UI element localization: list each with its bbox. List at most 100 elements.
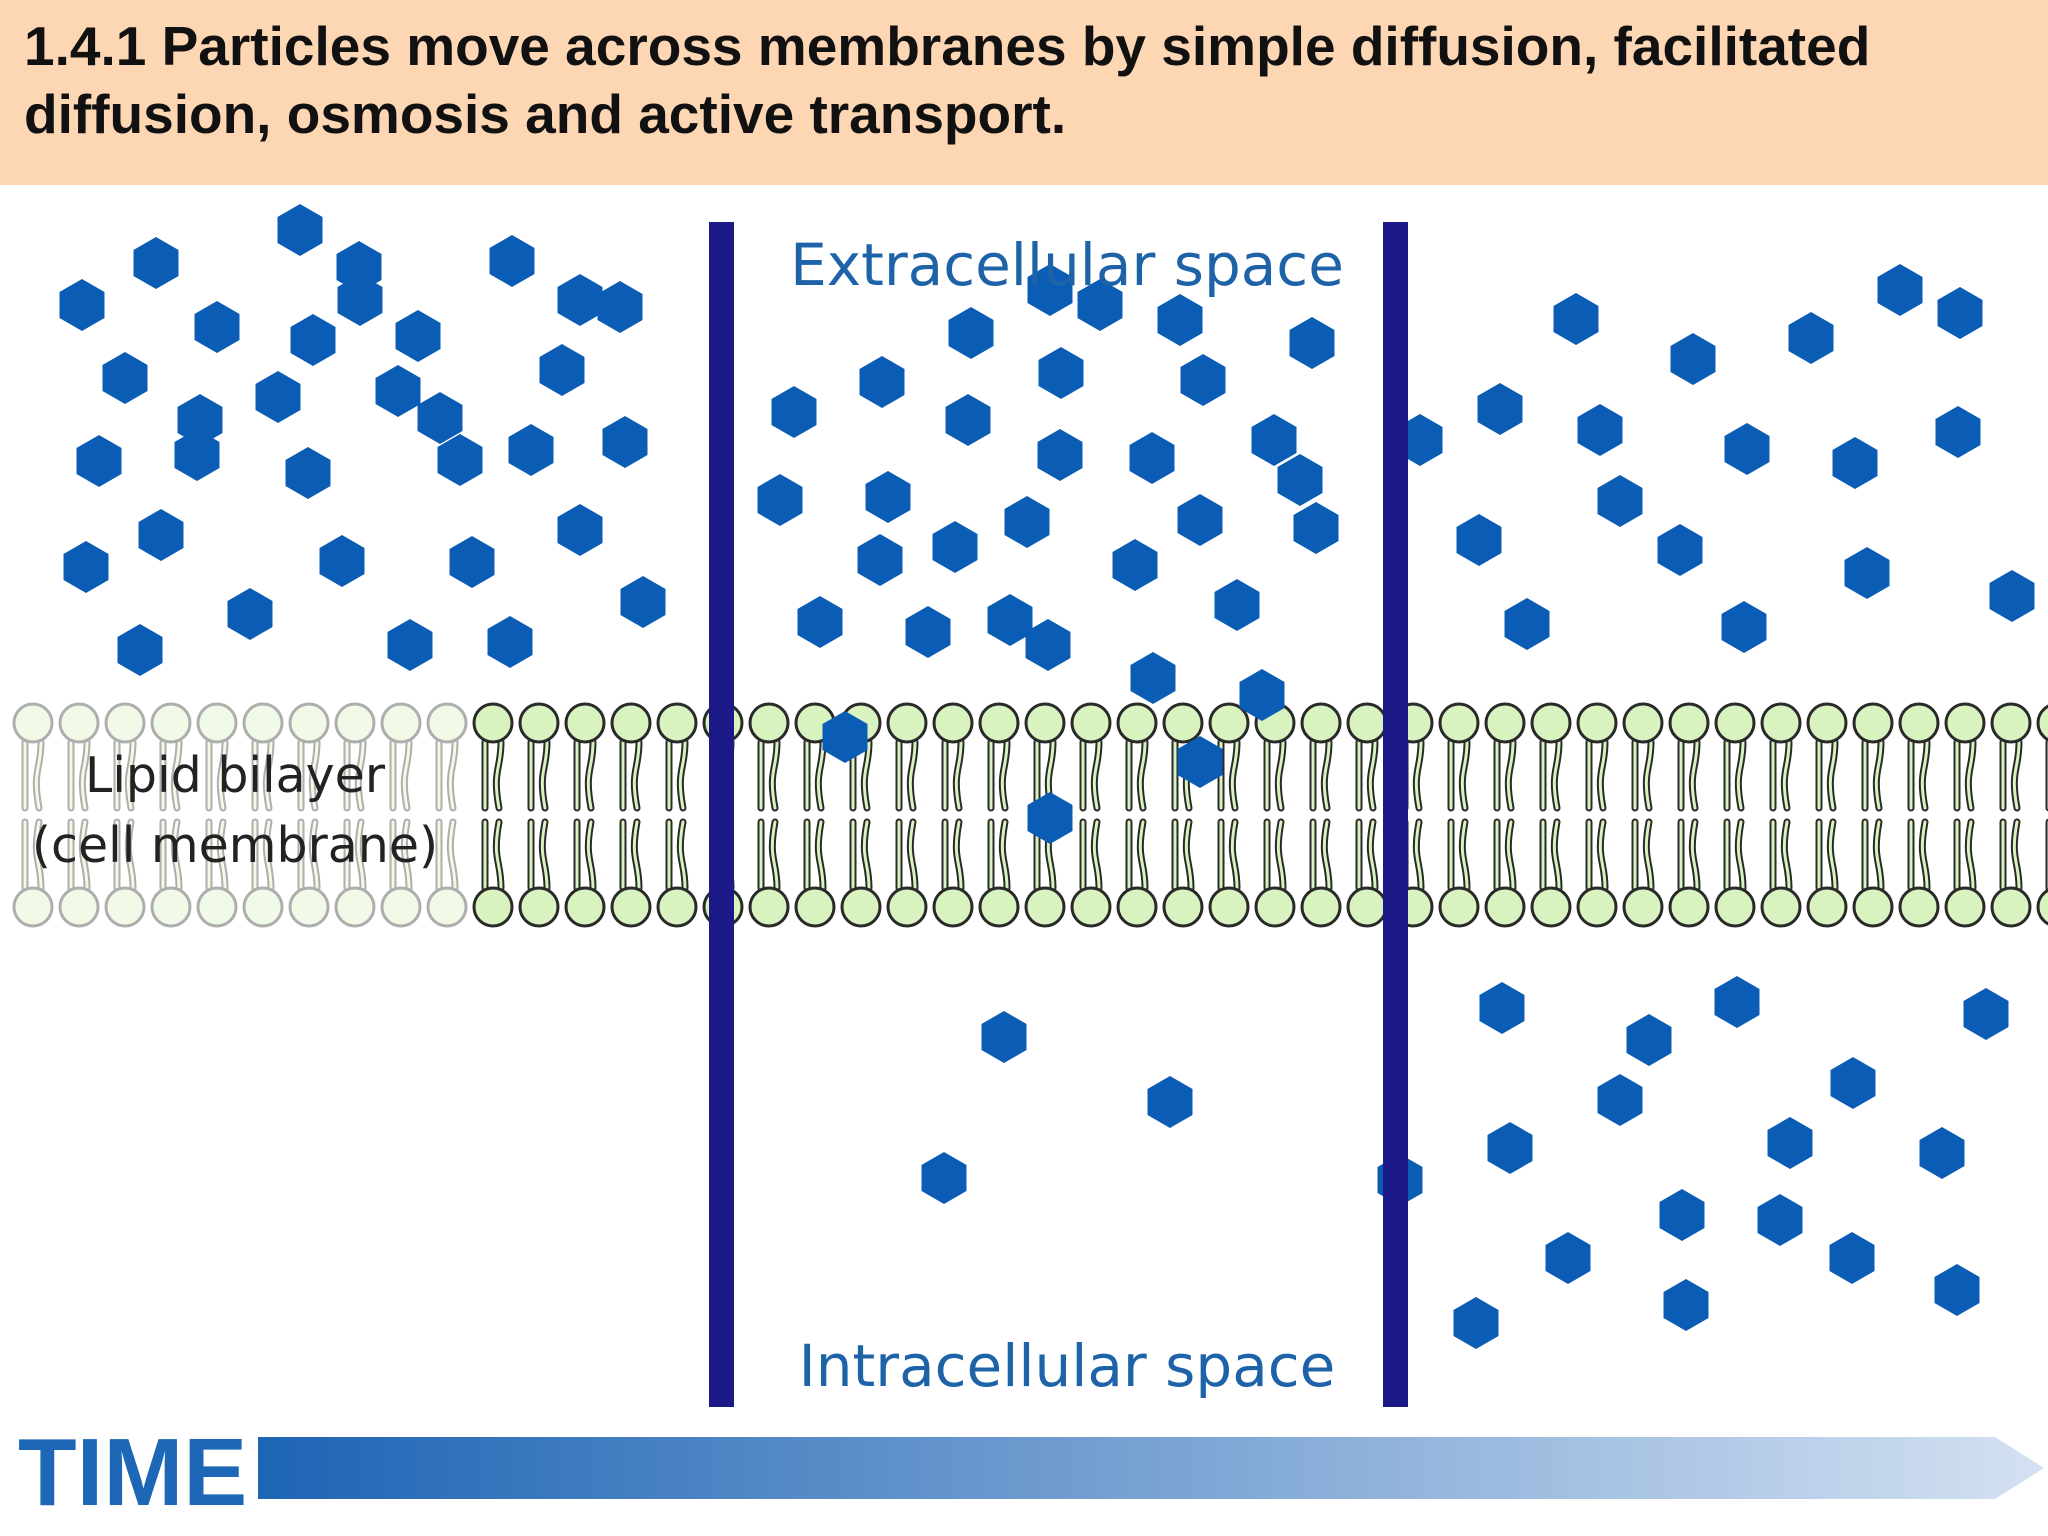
particle-above-diffusing — [1293, 502, 1339, 554]
particle-above-equilibrium — [1577, 404, 1623, 456]
particle-above-equilibrium — [1670, 333, 1716, 385]
particle-above-diffusing — [1077, 279, 1123, 331]
lipid-molecule — [1668, 702, 1710, 928]
particle-above-initial — [76, 435, 122, 487]
particle-above-initial — [539, 344, 585, 396]
lipid-molecule — [1484, 702, 1526, 928]
particle-above-equilibrium — [1477, 383, 1523, 435]
particle-above-equilibrium — [1935, 406, 1981, 458]
particle-below-diffusing — [981, 1011, 1027, 1063]
particle-group — [59, 204, 2035, 1349]
lipid-molecule — [2036, 704, 2048, 926]
particle-above-diffusing — [797, 596, 843, 648]
particle-above-diffusing — [1037, 429, 1083, 481]
particle-above-initial — [395, 310, 441, 362]
lipid-molecule — [1898, 702, 1940, 928]
particle-above-diffusing — [1130, 652, 1176, 704]
lipid-molecule — [1530, 702, 1572, 928]
lipid-molecule — [1300, 702, 1342, 928]
lipid-molecule — [1852, 702, 1894, 928]
particle-above-initial — [117, 624, 163, 676]
particle-above-diffusing — [932, 521, 978, 573]
lipid-molecule — [1024, 702, 1066, 928]
particle-below-equilibrium — [1963, 988, 2009, 1040]
particle-above-initial — [255, 371, 301, 423]
particle-above-diffusing — [859, 356, 905, 408]
particle-in-membrane-diffusing — [1177, 736, 1223, 788]
particle-above-initial — [375, 365, 421, 417]
particle-below-equilibrium — [1487, 1122, 1533, 1174]
particle-below-equilibrium — [1829, 1232, 1875, 1284]
particle-above-diffusing — [1038, 347, 1084, 399]
lipid-molecule — [1622, 702, 1664, 928]
lipid-molecule — [1254, 702, 1296, 928]
particle-above-initial — [285, 447, 331, 499]
particle-above-diffusing — [1129, 432, 1175, 484]
particle-above-initial — [387, 619, 433, 671]
particle-above-equilibrium — [1832, 437, 1878, 489]
particle-below-equilibrium — [1934, 1264, 1980, 1316]
particle-below-equilibrium — [1919, 1127, 1965, 1179]
particle-below-equilibrium — [1545, 1232, 1591, 1284]
particle-above-equilibrium — [1937, 287, 1983, 339]
lipid-molecule — [1944, 702, 1986, 928]
particle-below-equilibrium — [1663, 1279, 1709, 1331]
particle-above-initial — [194, 301, 240, 353]
particle-above-equilibrium — [1724, 423, 1770, 475]
particle-above-diffusing — [945, 394, 991, 446]
slide-title: 1.4.1 Particles move across membranes by… — [24, 15, 1871, 145]
particle-above-diffusing — [865, 471, 911, 523]
particle-above-initial — [227, 588, 273, 640]
particle-above-diffusing — [857, 534, 903, 586]
particle-above-initial — [102, 352, 148, 404]
lipid-molecule — [1760, 702, 1802, 928]
particle-in-membrane-diffusing — [822, 711, 868, 763]
particle-above-diffusing — [1214, 579, 1260, 631]
particle-above-initial — [59, 279, 105, 331]
particle-above-initial — [487, 616, 533, 668]
particle-above-diffusing — [1025, 619, 1071, 671]
particle-above-diffusing — [1157, 294, 1203, 346]
particle-above-equilibrium — [1504, 598, 1550, 650]
particle-below-equilibrium — [1453, 1297, 1499, 1349]
particle-above-diffusing — [987, 594, 1033, 646]
particle-above-diffusing — [1251, 414, 1297, 466]
particle-below-equilibrium — [1757, 1194, 1803, 1246]
particle-above-initial — [63, 541, 109, 593]
particle-above-diffusing — [1180, 354, 1226, 406]
particle-above-equilibrium — [1553, 293, 1599, 345]
particle-below-equilibrium — [1767, 1117, 1813, 1169]
particle-above-initial — [449, 536, 495, 588]
particle-above-initial — [277, 204, 323, 256]
particle-above-equilibrium — [1989, 570, 2035, 622]
time-arrow — [258, 1437, 2044, 1499]
particle-below-equilibrium — [1626, 1014, 1672, 1066]
particle-above-initial — [174, 429, 220, 481]
particle-below-diffusing — [921, 1152, 967, 1204]
particle-above-initial — [290, 314, 336, 366]
lipid-molecule — [1576, 702, 1618, 928]
lipid-molecule — [1208, 702, 1250, 928]
particle-above-initial — [508, 424, 554, 476]
particle-above-diffusing — [757, 474, 803, 526]
particle-above-initial — [557, 274, 603, 326]
bilayer-fade-overlay — [0, 700, 470, 935]
particle-above-diffusing — [771, 386, 817, 438]
particle-below-equilibrium — [1659, 1189, 1705, 1241]
particle-above-diffusing — [905, 606, 951, 658]
panel-divider-left — [709, 222, 734, 1407]
particle-above-diffusing — [1177, 494, 1223, 546]
lipid-molecule — [1070, 702, 1112, 928]
lipid-molecule — [472, 702, 514, 928]
particle-below-diffusing — [1147, 1076, 1193, 1128]
particle-below-equilibrium — [1830, 1057, 1876, 1109]
particle-above-diffusing — [948, 307, 994, 359]
particle-above-diffusing — [1027, 264, 1073, 316]
particle-above-initial — [557, 504, 603, 556]
lipid-molecule — [610, 702, 652, 928]
lipid-molecule — [656, 702, 698, 928]
slide-header: 1.4.1 Particles move across membranes by… — [0, 0, 2048, 185]
lipid-molecule — [1116, 702, 1158, 928]
particle-above-equilibrium — [1597, 475, 1643, 527]
